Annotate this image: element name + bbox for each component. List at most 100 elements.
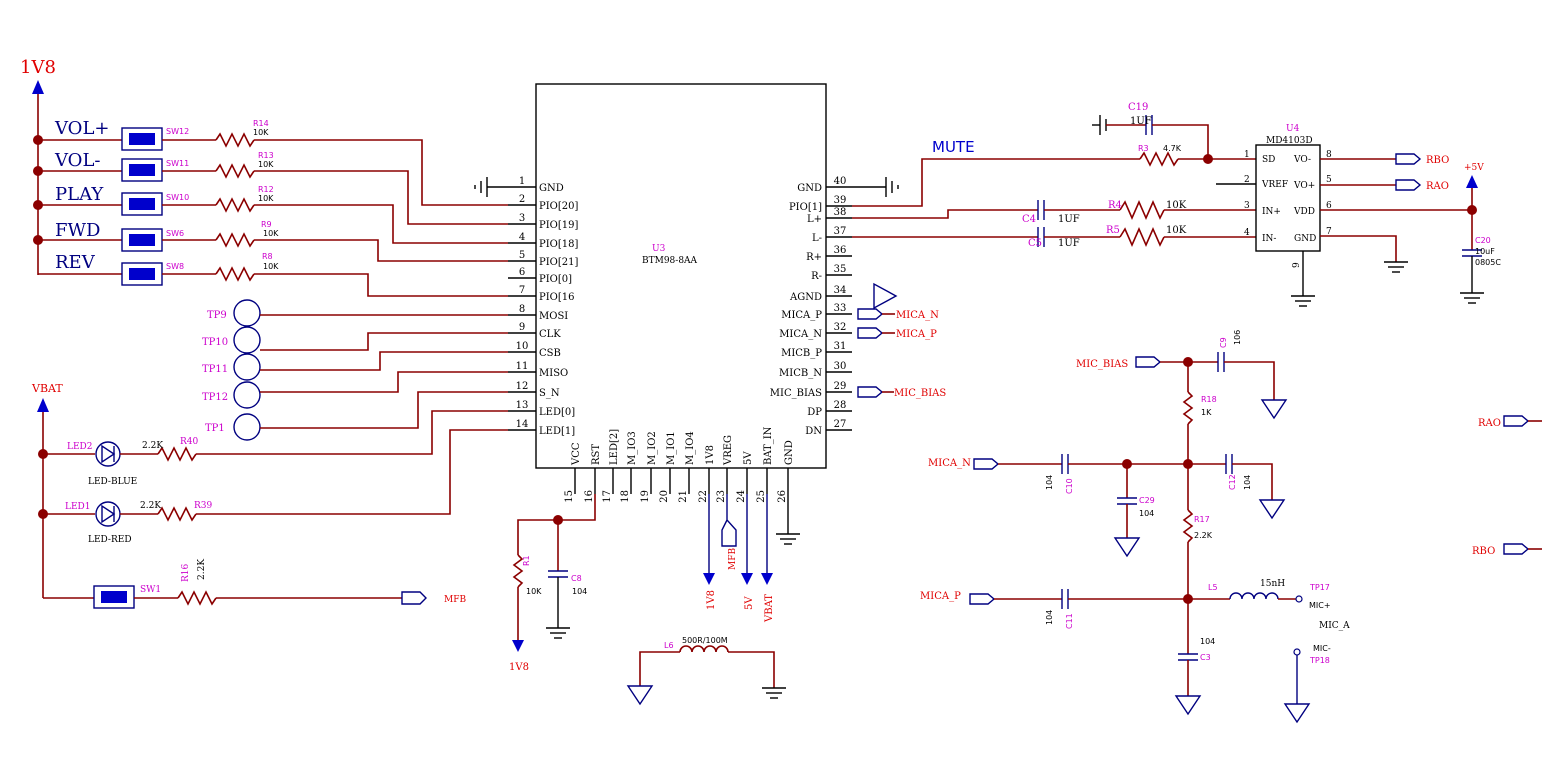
svg-text:REV: REV (55, 252, 96, 273)
u3-pin-name: MICB_N (779, 368, 822, 379)
svg-text:R5: R5 (1106, 225, 1120, 236)
u4-part: MD4103D (1266, 136, 1313, 146)
l-minus-path: C5 1UF R5 10K (852, 225, 1256, 249)
svg-text:6: 6 (1326, 201, 1332, 211)
svg-text:R1: R1 (522, 555, 531, 566)
u3-pin-name: M_IO1 (666, 431, 677, 465)
u3-pin-name: S_N (539, 388, 560, 399)
u3-pin-name: 5V (743, 451, 754, 465)
u3-pin-num: 2 (519, 194, 525, 205)
right-edge-nets: RAO RBO (1472, 415, 1542, 557)
u3-pin-name: CLK (539, 329, 561, 340)
mute-label: MUTE (932, 138, 975, 156)
svg-text:1V8: 1V8 (706, 590, 717, 610)
svg-text:104: 104 (1139, 509, 1154, 518)
u3-pin-num: 39 (834, 195, 847, 206)
svg-text:MICA_N: MICA_N (928, 458, 971, 469)
u3-pin-num: 1 (519, 176, 525, 187)
u3-pin-name: PIO[21] (539, 257, 579, 268)
u3-part: BTM98-8AA (642, 256, 698, 266)
svg-text:MIC+: MIC+ (1309, 601, 1331, 610)
r3: R3 4.7K (1138, 144, 1256, 167)
u3-pin-name: GND (539, 183, 564, 194)
u3-pin-name: PIO[18] (539, 239, 579, 250)
u3-pin-name: PIO[19] (539, 220, 579, 231)
u3-pin-name: LED[0] (539, 407, 575, 418)
svg-text:LED-RED: LED-RED (88, 535, 132, 545)
u3-pin-num: 36 (834, 245, 847, 256)
svg-text:104: 104 (572, 587, 587, 596)
svg-text:TP10: TP10 (202, 337, 228, 348)
u3-pin-name: PIO[0] (539, 274, 572, 285)
svg-text:1UF: 1UF (1130, 116, 1152, 127)
svg-text:RAO: RAO (1478, 418, 1501, 429)
svg-text:R13: R13 (258, 151, 274, 160)
svg-text:10K: 10K (263, 262, 279, 271)
svg-text:R12: R12 (258, 185, 274, 194)
svg-text:SW8: SW8 (166, 262, 184, 271)
svg-text:104: 104 (1243, 475, 1252, 490)
svg-text:R14: R14 (253, 119, 269, 128)
u3-pin-num: 32 (834, 322, 847, 333)
button-row-rev: REV SW8 R8 10K (38, 252, 508, 297)
u3-pin-name: PIO[20] (539, 201, 579, 212)
u3-pin-name: 1V8 (705, 445, 716, 465)
u3-pin-num: 8 (519, 304, 525, 315)
svg-text:7: 7 (1326, 227, 1332, 237)
rail-1v8-label: 1V8 (20, 57, 56, 78)
u3-pin-num: 7 (519, 285, 525, 296)
svg-text:IN-: IN- (1262, 234, 1276, 244)
svg-text:C19: C19 (1128, 102, 1148, 113)
svg-text:TP9: TP9 (207, 310, 227, 321)
u3-pin-name: AGND (789, 292, 822, 303)
svg-text:MICA_P: MICA_P (920, 591, 961, 602)
svg-text:VO-: VO- (1293, 155, 1311, 165)
svg-text:104: 104 (1200, 637, 1215, 646)
u4-ref: U4 (1286, 124, 1300, 134)
svg-text:9: 9 (1292, 262, 1302, 268)
u3-pin-num: 19 (640, 490, 651, 503)
svg-text:+5V: +5V (1464, 163, 1484, 173)
button-row-vol-minus: VOL- SW11 R13 10K (33, 150, 508, 225)
svg-text:8: 8 (1326, 150, 1332, 160)
svg-text:MFB: MFB (444, 595, 466, 605)
u3-ref: U3 (652, 244, 666, 254)
u3-pin-name: MICA_P (781, 310, 822, 321)
led-red: LED1 LED-RED 2.2K R39 (38, 429, 508, 545)
u3-pin-name: VCC (571, 442, 582, 466)
u3-pin-num: 12 (516, 381, 529, 392)
svg-text:C8: C8 (571, 574, 582, 583)
svg-text:C12: C12 (1228, 474, 1237, 490)
u3-pin-name: M_IO2 (647, 431, 658, 465)
svg-text:SW11: SW11 (166, 159, 189, 168)
u3-pin-name: DP (807, 407, 822, 418)
svg-text:R17: R17 (1194, 515, 1210, 524)
mute-wire (852, 158, 1140, 207)
svg-text:R8: R8 (262, 252, 273, 261)
svg-text:3: 3 (1244, 201, 1250, 211)
u3-pin-name: LED[2] (609, 429, 620, 465)
svg-text:C11: C11 (1065, 613, 1074, 629)
svg-text:MICA_N: MICA_N (896, 310, 939, 321)
svg-text:LED-BLUE: LED-BLUE (88, 477, 137, 487)
u3-right-pins: 40GND39PIO[1]38L+37L-36R+35R-34AGND33MIC… (770, 176, 852, 437)
u3-pin-name: PIO[16 (539, 292, 575, 303)
svg-text:R3: R3 (1138, 144, 1149, 153)
svg-text:PLAY: PLAY (55, 184, 104, 205)
u3-pin-num: 34 (834, 285, 847, 296)
svg-text:2.2K: 2.2K (140, 501, 161, 511)
svg-text:L6: L6 (664, 641, 674, 650)
svg-text:10K: 10K (258, 160, 274, 169)
l-plus-path: C4 1UF R4 10K (852, 200, 1256, 225)
u3-pin-num: 10 (516, 341, 529, 352)
u3-pin-num: 21 (678, 490, 689, 503)
svg-text:10K: 10K (526, 587, 542, 596)
u3-pin-name: GND (784, 440, 795, 465)
u3-pin-num: 33 (834, 303, 847, 314)
u3-pin-name: M_IO4 (685, 431, 696, 465)
sw1-mfb: SW1 R16 2.2K MFB (43, 559, 466, 609)
svg-text:R9: R9 (261, 220, 272, 229)
u3-pin-name: CSB (539, 348, 561, 359)
